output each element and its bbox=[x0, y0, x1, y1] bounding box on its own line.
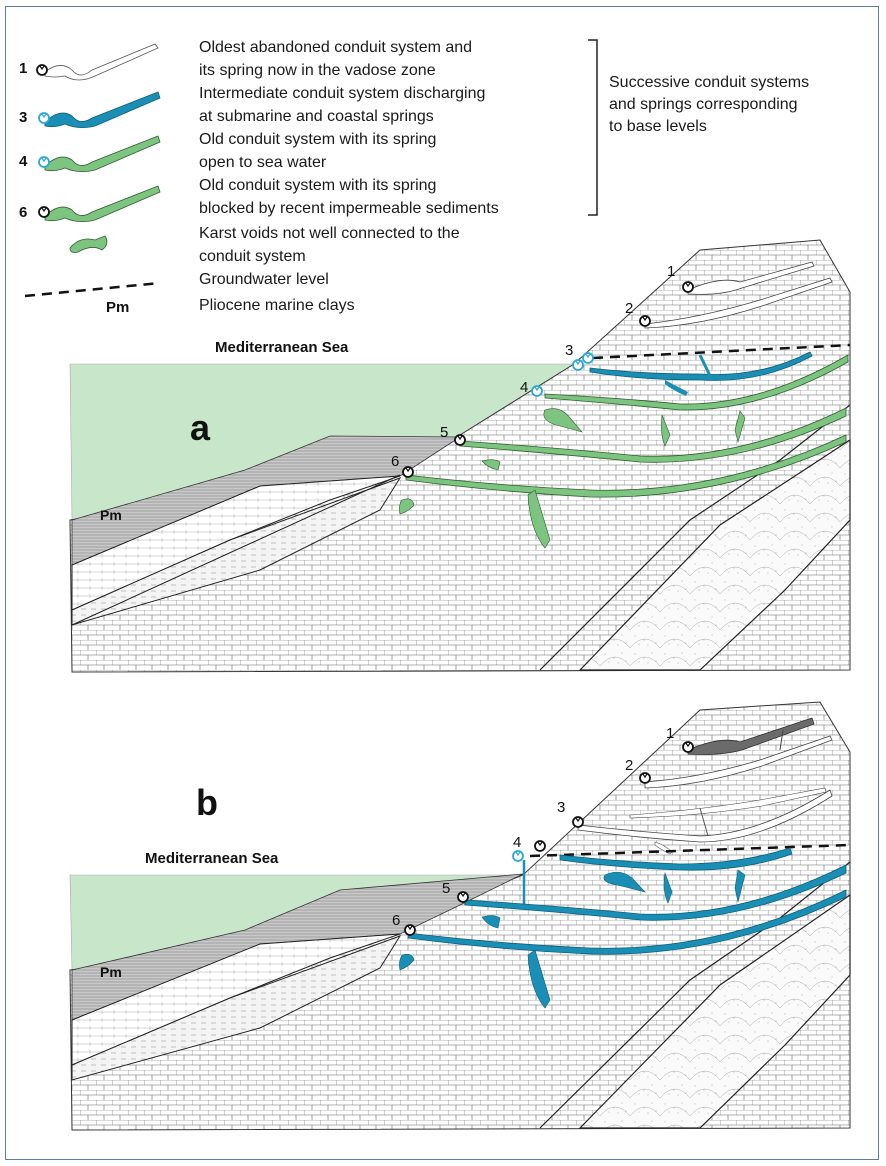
clay-label: Pm bbox=[100, 507, 122, 523]
dashed-layer bbox=[71, 935, 402, 1081]
spring-label-1: 1 bbox=[666, 725, 674, 742]
spring-icon-4-old bbox=[534, 840, 546, 852]
conduit-4 bbox=[544, 354, 849, 411]
legend-label-6: 6 bbox=[19, 204, 27, 221]
spring-icon-4 bbox=[512, 850, 524, 862]
conduit-4-active bbox=[559, 847, 793, 871]
legend-text-line: Oldest abandoned conduit system and bbox=[199, 39, 473, 56]
spring-icon-6 bbox=[402, 466, 414, 478]
spring-icon-1 bbox=[682, 741, 694, 753]
bracket-note-line: to base levels bbox=[609, 118, 707, 135]
spring-label-4: 4 bbox=[520, 379, 528, 396]
legend-label-1: 1 bbox=[19, 60, 27, 77]
spring-icon bbox=[38, 206, 50, 218]
spring-icon bbox=[36, 64, 48, 76]
panel-b: 1 2 3 4 5 6 Mediterranean Sea b Pm bbox=[69, 701, 851, 1131]
legend-conduit-blue bbox=[38, 91, 161, 128]
spring-label-5: 5 bbox=[440, 424, 448, 441]
legend-conduit-green-blocked bbox=[38, 185, 161, 222]
legend-item-pliocene: Pliocene marine clays bbox=[199, 294, 355, 317]
spring-icon-2 bbox=[639, 315, 651, 327]
spring-icon-3b bbox=[582, 352, 594, 364]
conduit-3-active bbox=[589, 351, 813, 381]
legend-item-open-to-sea: Old conduit system with its spring open … bbox=[199, 128, 436, 174]
spring-label-2: 2 bbox=[625, 300, 633, 317]
legend-karst-void bbox=[69, 235, 108, 253]
legend-text-line: conduit system bbox=[199, 248, 306, 265]
conduit-3-upper bbox=[629, 787, 827, 819]
legend-label-4: 4 bbox=[19, 153, 28, 170]
spring-label-2: 2 bbox=[625, 757, 633, 774]
conduit-5 bbox=[459, 407, 847, 463]
spring-icon-3 bbox=[572, 816, 584, 828]
legend-text-line: its spring now in the vadose zone bbox=[199, 62, 436, 79]
bracket-note-line: Successive conduit systems bbox=[609, 74, 810, 91]
groundwater-line bbox=[529, 843, 851, 858]
karst-voids bbox=[399, 869, 746, 1009]
conduit-6-active bbox=[407, 889, 847, 955]
conduit-5-active bbox=[464, 864, 847, 921]
spring-icon-1 bbox=[682, 281, 694, 293]
legend-symbols: 1 3 4 6 Pm bbox=[19, 39, 598, 316]
sea-label: Mediterranean Sea bbox=[215, 339, 349, 356]
legend-item-blocked: Old conduit system with its spring block… bbox=[199, 174, 499, 220]
spring-label-5: 5 bbox=[442, 880, 450, 897]
conduit-2 bbox=[644, 735, 833, 789]
conduit-1 bbox=[687, 261, 815, 295]
clay-label: Pm bbox=[100, 964, 122, 980]
conduit-2 bbox=[644, 277, 833, 329]
legend-item-oldest: Oldest abandoned conduit system and its … bbox=[199, 36, 472, 82]
legend-text-line: Groundwater level bbox=[199, 271, 329, 288]
legend-groundwater-line bbox=[24, 281, 161, 298]
sea-label: Mediterranean Sea bbox=[145, 850, 279, 867]
conduit-3 bbox=[577, 789, 833, 843]
legend-label-pm: Pm bbox=[106, 299, 129, 316]
panel-a: 1 2 3 4 5 6 Mediterranean Sea a Pm bbox=[69, 239, 851, 673]
legend-item-intermediate: Intermediate conduit system discharging … bbox=[199, 82, 485, 128]
conduit-6 bbox=[405, 434, 847, 498]
legend-text-line: Intermediate conduit system discharging bbox=[199, 85, 486, 102]
karst-voids bbox=[399, 408, 746, 549]
legend-text-line: Old conduit system with its spring bbox=[199, 177, 437, 194]
spring-label-1: 1 bbox=[667, 263, 675, 280]
legend-conduit-green-open bbox=[38, 135, 161, 172]
spring-icon bbox=[38, 156, 50, 168]
spring-icon-5 bbox=[454, 434, 466, 446]
spring-icon-2 bbox=[639, 772, 651, 784]
spring-icon bbox=[38, 112, 50, 124]
spring-label-3: 3 bbox=[565, 342, 573, 359]
legend-text-line: blocked by recent impermeable sediments bbox=[199, 200, 499, 217]
legend-label-3: 3 bbox=[19, 109, 27, 126]
groundwater-line bbox=[592, 343, 851, 360]
legend-text-line: Karst voids not well connected to the bbox=[199, 225, 460, 242]
spring-icon-4 bbox=[531, 385, 543, 397]
legend-item-groundwater: Groundwater level bbox=[199, 268, 329, 291]
legend-item-karst-voids: Karst voids not well connected to the co… bbox=[199, 222, 460, 268]
legend-text-line: at submarine and coastal springs bbox=[199, 108, 434, 125]
bracket-note: Successive conduit systems and springs c… bbox=[609, 72, 809, 138]
spring-label-6: 6 bbox=[391, 453, 399, 470]
legend-conduit-white bbox=[36, 43, 159, 81]
bracket-note-line: and springs corresponding bbox=[609, 96, 798, 113]
legend-bracket bbox=[588, 39, 598, 216]
spring-icon-5 bbox=[457, 891, 469, 903]
spring-icon-3a bbox=[572, 359, 584, 371]
spring-icon-6 bbox=[404, 924, 416, 936]
spring-label-4: 4 bbox=[513, 834, 521, 851]
conduit-1 bbox=[687, 717, 815, 755]
sandstone-layer bbox=[578, 438, 851, 671]
panel-label-a: a bbox=[190, 407, 211, 448]
spring-label-3: 3 bbox=[557, 799, 565, 816]
legend-text-line: Pliocene marine clays bbox=[199, 297, 355, 314]
legend-text-line: open to sea water bbox=[199, 154, 327, 171]
spring-label-6: 6 bbox=[392, 912, 400, 929]
panel-label-b: b bbox=[196, 782, 218, 823]
legend-text-line: Old conduit system with its spring bbox=[199, 131, 437, 148]
sandstone-layer bbox=[578, 893, 851, 1129]
